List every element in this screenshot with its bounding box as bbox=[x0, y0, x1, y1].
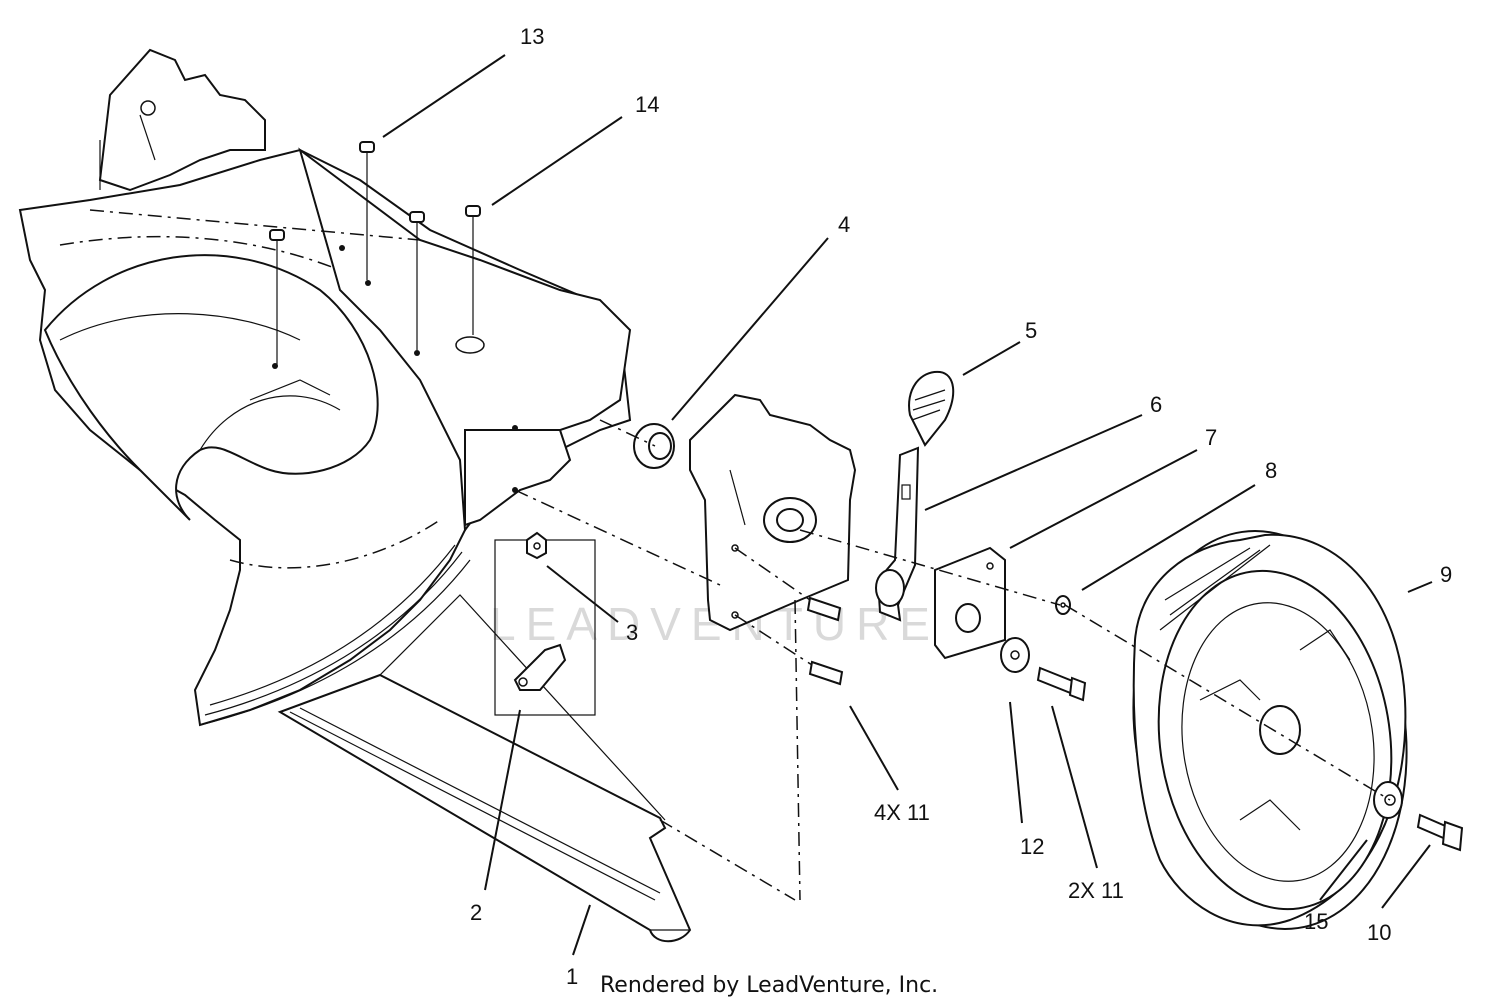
callout-12: 12 bbox=[1020, 834, 1044, 859]
callout-2: 2 bbox=[470, 900, 482, 925]
bolt-14 bbox=[465, 205, 481, 335]
render-credit: Rendered by LeadVenture, Inc. bbox=[600, 973, 938, 998]
callout-labels: 13 14 4 5 6 7 8 9 3 4X 11 12 2X 11 15 10… bbox=[470, 24, 1452, 989]
callout-9: 9 bbox=[1440, 562, 1452, 587]
part-6-lever-arm bbox=[875, 446, 920, 622]
callout-4x11: 4X 11 bbox=[874, 800, 930, 825]
callout-5: 5 bbox=[1025, 318, 1037, 343]
part-4-bushing bbox=[633, 423, 675, 469]
mower-deck bbox=[18, 48, 632, 727]
callout-4: 4 bbox=[838, 212, 850, 237]
part-3-nut bbox=[526, 531, 547, 560]
callout-15: 15 bbox=[1304, 909, 1328, 934]
part-5-lever-grip bbox=[908, 370, 955, 447]
assembly-centerlines bbox=[514, 419, 1391, 901]
bolt-14b bbox=[409, 211, 425, 350]
part-15-washer bbox=[1373, 781, 1403, 819]
part-9-wheel bbox=[1132, 530, 1408, 930]
part-12-washer bbox=[1000, 637, 1030, 673]
bolt-deck bbox=[269, 229, 285, 365]
callout-8: 8 bbox=[1265, 458, 1277, 483]
callout-6: 6 bbox=[1150, 392, 1162, 417]
bolt-2x11 bbox=[1036, 666, 1087, 702]
callout-13: 13 bbox=[520, 24, 544, 49]
callout-7: 7 bbox=[1205, 425, 1217, 450]
callout-14: 14 bbox=[635, 92, 659, 117]
callout-10: 10 bbox=[1367, 920, 1391, 945]
leader-lines bbox=[382, 54, 1433, 956]
callout-2x11: 2X 11 bbox=[1068, 878, 1124, 903]
part-8-washer bbox=[1055, 595, 1071, 615]
callout-3: 3 bbox=[626, 620, 638, 645]
part-7-spacer-plate bbox=[934, 546, 1006, 660]
part-10-bolt bbox=[1416, 813, 1464, 852]
height-adjust-plate bbox=[689, 393, 857, 632]
bolt-13 bbox=[359, 141, 375, 280]
callout-1: 1 bbox=[566, 964, 578, 989]
bolts-4x11 bbox=[734, 547, 844, 686]
part-1-rear-flap bbox=[277, 594, 692, 943]
